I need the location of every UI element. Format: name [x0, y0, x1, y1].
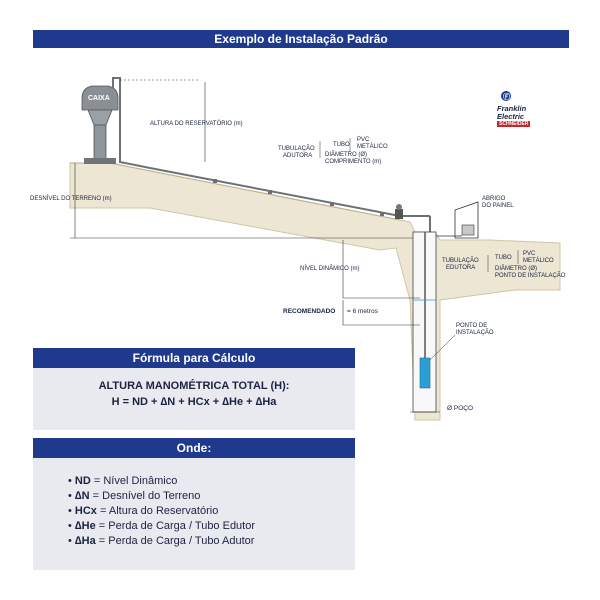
tub-edutora-2: EDUTORA [446, 265, 475, 271]
wellhead-valves [395, 204, 431, 232]
formula-heading: Fórmula para Cálculo [33, 348, 355, 368]
formula-line1: ALTURA MANOMÉTRICA TOTAL (H): [98, 380, 290, 392]
nivel-dinamico-label: NÍVEL DINÂMICO (m) [300, 265, 359, 272]
diametro-2-label: DIÂMETRO (Ø) [495, 265, 537, 272]
caixa-label: CAIXA [88, 95, 110, 102]
pvc-label: PVC [357, 137, 370, 143]
metalico-label: METÁLICO [357, 143, 388, 150]
well-bore [412, 231, 437, 413]
poco-label: Ø POÇO [447, 405, 473, 412]
metalico-2-label: METÁLICO [523, 257, 554, 264]
ponto-de-1: PONTO DE [456, 323, 487, 329]
formula-line2: H = ND + ∆N + HCx + ∆He + ∆Ha [111, 396, 277, 408]
tub-adutora-1: TUBULAÇÃO [278, 145, 315, 152]
tubo-label: TUBO [333, 142, 350, 148]
tubo-2-label: TUBO [495, 255, 512, 261]
legend-item: • ∆He = Perda de Carga / Tubo Edutor [68, 520, 256, 532]
formula-panel: ALTURA MANOMÉTRICA TOTAL (H): H = ND + ∆… [33, 368, 355, 430]
desnivel-label: DESNÍVEL DO TERRENO (m) [30, 195, 112, 202]
adutora-pipe [112, 77, 401, 217]
brand-line1: Franklin [497, 104, 527, 113]
page-title: Exemplo de Instalação Padrão [33, 30, 569, 48]
abrigo-1: ABRIGO [482, 196, 506, 202]
onde-heading: Onde: [33, 438, 355, 458]
legend-item: • ∆N = Desnível do Terreno [68, 490, 201, 502]
brand-line2: Electric [497, 112, 525, 121]
legend-item: • ∆Ha = Perda de Carga / Tubo Adutor [68, 535, 255, 547]
comprimento-label: COMPRIMENTO (m) [325, 159, 381, 165]
tub-adutora-2: ADUTORA [283, 153, 312, 159]
submersible-pump [419, 357, 431, 389]
legend-item: • HCx = Altura do Reservatório [68, 505, 219, 517]
abrigo-2: DO PAINEL [482, 203, 514, 209]
water-tank [81, 85, 119, 164]
ponto-de-2: INSTALAÇÃO [456, 329, 494, 336]
pvc-2-label: PVC [523, 251, 536, 257]
recomendado-label: RECOMENDADO [283, 308, 335, 315]
brand-logo: Ⓕ [480, 90, 550, 130]
terrain [69, 162, 561, 421]
brand-tag: SCHNEIDER [497, 121, 531, 127]
diametro-label: DIÂMETRO (Ø) [325, 151, 367, 158]
tub-edutora-1: TUBULAÇÃO [442, 257, 479, 264]
seis-metros-label: = 6 metros [347, 308, 379, 315]
altura-reservatorio-label: ALTURA DO RESERVATÓRIO (m) [150, 120, 243, 127]
panel-shelter [435, 201, 479, 239]
ponto-instalacao-label: PONTO DE INSTALAÇÃO [495, 272, 566, 279]
svg-text:Ⓕ: Ⓕ [503, 92, 510, 101]
legend-item: • ND = Nível Dinâmico [68, 475, 178, 487]
onde-panel [33, 458, 355, 570]
